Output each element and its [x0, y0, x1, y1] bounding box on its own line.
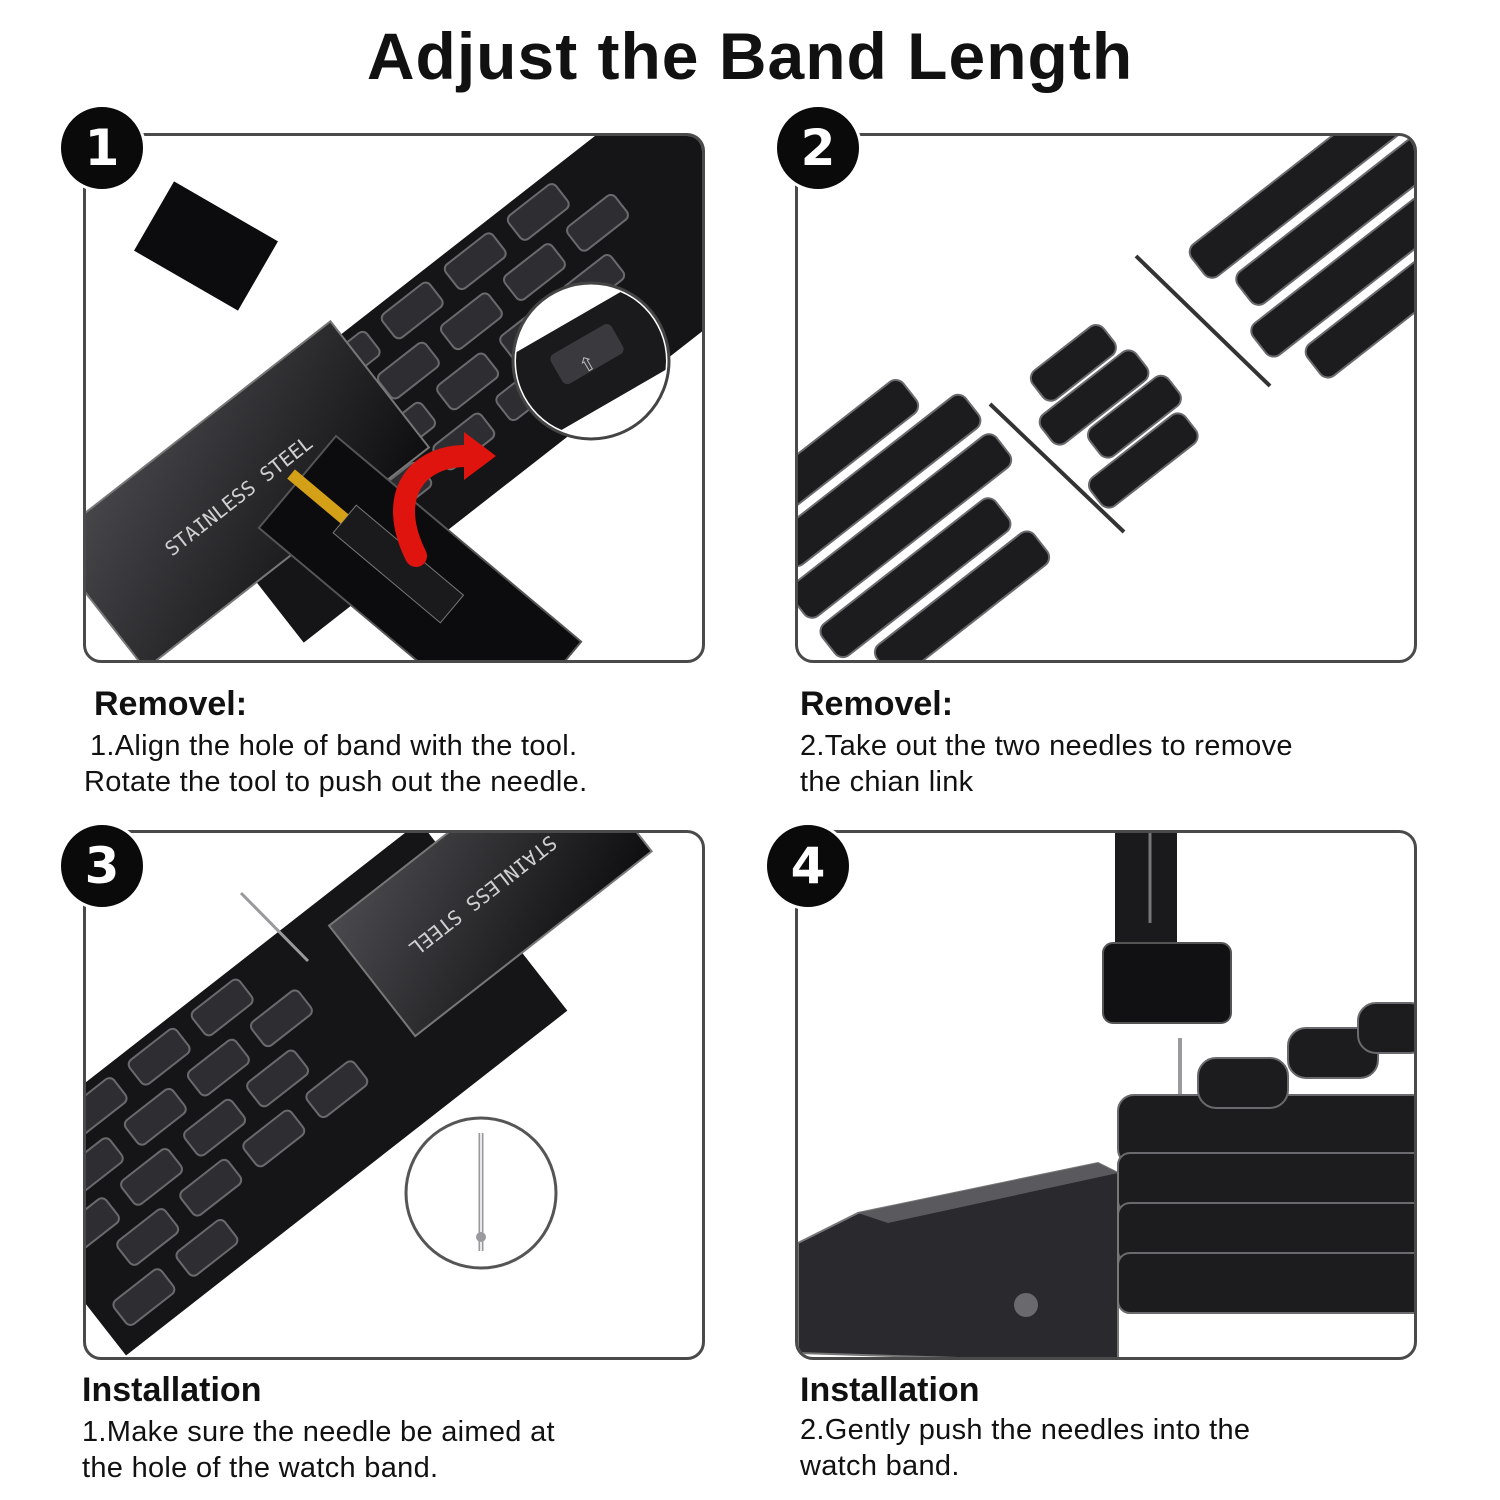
step-2-badge: 2	[774, 104, 862, 192]
step-2-heading: Removel:	[800, 685, 954, 723]
step-3-heading: Installation	[82, 1371, 262, 1409]
step-4-caption: Installation	[800, 1370, 1440, 1416]
needle-insertion-image: STAINLESS STEEL	[86, 833, 654, 1356]
step-1-badge: 1	[58, 104, 146, 192]
step-3-badge: 3	[58, 822, 146, 910]
step-4-illustration	[795, 830, 1417, 1360]
step-1-line-1: 1.Align the hole of band with the tool.	[90, 730, 578, 762]
step-3-line-2: the hole of the watch band.	[82, 1452, 439, 1484]
removed-link-image	[798, 136, 1414, 660]
step-4-heading: Installation	[800, 1371, 980, 1409]
needle	[239, 891, 310, 963]
needle-push-image	[798, 833, 1414, 1357]
step-3-illustration: STAINLESS STEEL	[83, 830, 705, 1360]
step-1-line-2: Rotate the tool to push out the needle.	[84, 766, 588, 798]
page-title: Adjust the Band Length	[366, 19, 1134, 93]
band-removal-tool-image: STAINLESS STEEL ⇧	[86, 136, 702, 660]
step-4-badge: 4	[764, 822, 852, 910]
step-2-caption: Removel:	[800, 684, 1440, 730]
step-2-line-2: the chian link	[800, 766, 974, 798]
step-3-line-1: 1.Make sure the needle be aimed at	[82, 1416, 555, 1448]
step-3-caption: Installation	[82, 1370, 722, 1416]
step-1-illustration: STAINLESS STEEL ⇧	[83, 133, 705, 663]
needle-right	[1134, 254, 1272, 388]
step-2-line-1: 2.Take out the two needles to remove	[800, 730, 1293, 762]
step-4-line-2: watch band.	[800, 1450, 960, 1482]
step-1-heading: Removel:	[94, 685, 248, 723]
step-2-illustration	[795, 133, 1417, 663]
step-1-caption: Removel:	[94, 684, 734, 730]
needle-left	[988, 402, 1126, 534]
step-4-line-1: 2.Gently push the needles into the	[800, 1414, 1251, 1446]
rotate-arrow-icon	[393, 445, 477, 567]
